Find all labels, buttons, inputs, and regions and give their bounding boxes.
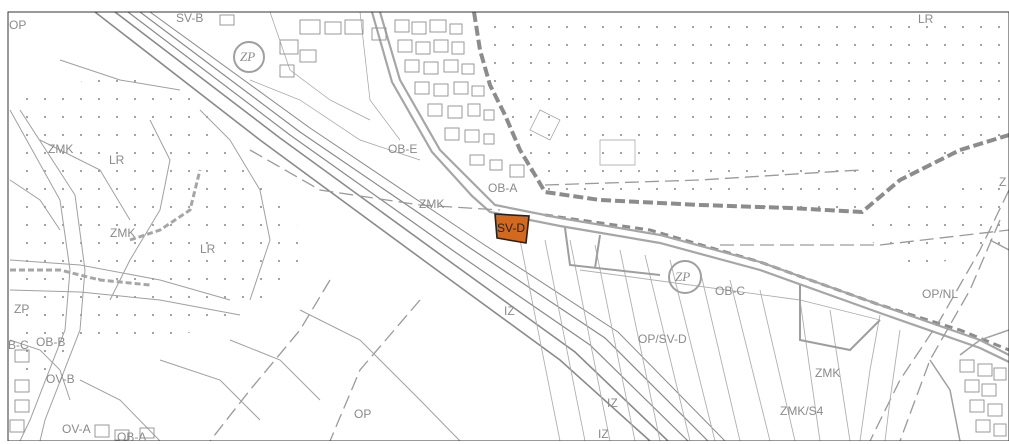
zone-label-sv-b: SV-B	[176, 11, 204, 25]
zone-label-b-c: B-C	[8, 338, 29, 352]
zone-label-zmk: ZMK	[815, 366, 841, 380]
sv-d-parcel	[494, 213, 530, 244]
zone-label-ov-a: OV-A	[62, 422, 91, 436]
zone-label-zmk: ZMK	[110, 226, 136, 240]
zone-label-lr: LR	[918, 12, 934, 26]
zone-label-op: OP	[354, 407, 372, 421]
zone-label-ob-a: OB-A	[117, 430, 147, 444]
zone-label-ob-a: OB-A	[488, 181, 518, 195]
forest-area-ne	[478, 12, 1009, 212]
zp-circle-east	[668, 260, 702, 294]
zone-label-ov-b: OV-B	[46, 372, 75, 386]
zone-label-iz: IZ	[504, 304, 515, 318]
zp-symbol-label: ZP	[675, 269, 691, 284]
zp-symbol-label: ZP	[240, 49, 256, 64]
zone-label-zp: ZP	[14, 302, 30, 316]
zone-label-op-sv-d: OP/SV-D	[638, 332, 687, 346]
zone-label-zmk-s4: ZMK/S4	[780, 404, 824, 418]
zone-label-op: OP	[9, 18, 27, 32]
zone-label-lr: LR	[200, 242, 216, 256]
zone-label-sv-d[interactable]: SV-D	[497, 221, 526, 235]
zone-label-ob-c: OB-C	[715, 284, 745, 298]
zone-label-lr: LR	[109, 153, 125, 167]
zone-label-zmk: ZMK	[48, 142, 74, 156]
zone-label-iz: IZ	[607, 396, 618, 410]
zone-label-z: Z	[999, 175, 1007, 189]
zp-circle-north	[233, 41, 265, 73]
zone-label-ob-e: OB-E	[388, 142, 418, 156]
zone-label-zmk: ZMK	[419, 197, 445, 211]
zone-label-ob-b: OB-B	[36, 335, 66, 349]
zone-label-op-nl: OP/NL	[922, 287, 959, 301]
zone-label-iz: IZ	[598, 427, 609, 441]
